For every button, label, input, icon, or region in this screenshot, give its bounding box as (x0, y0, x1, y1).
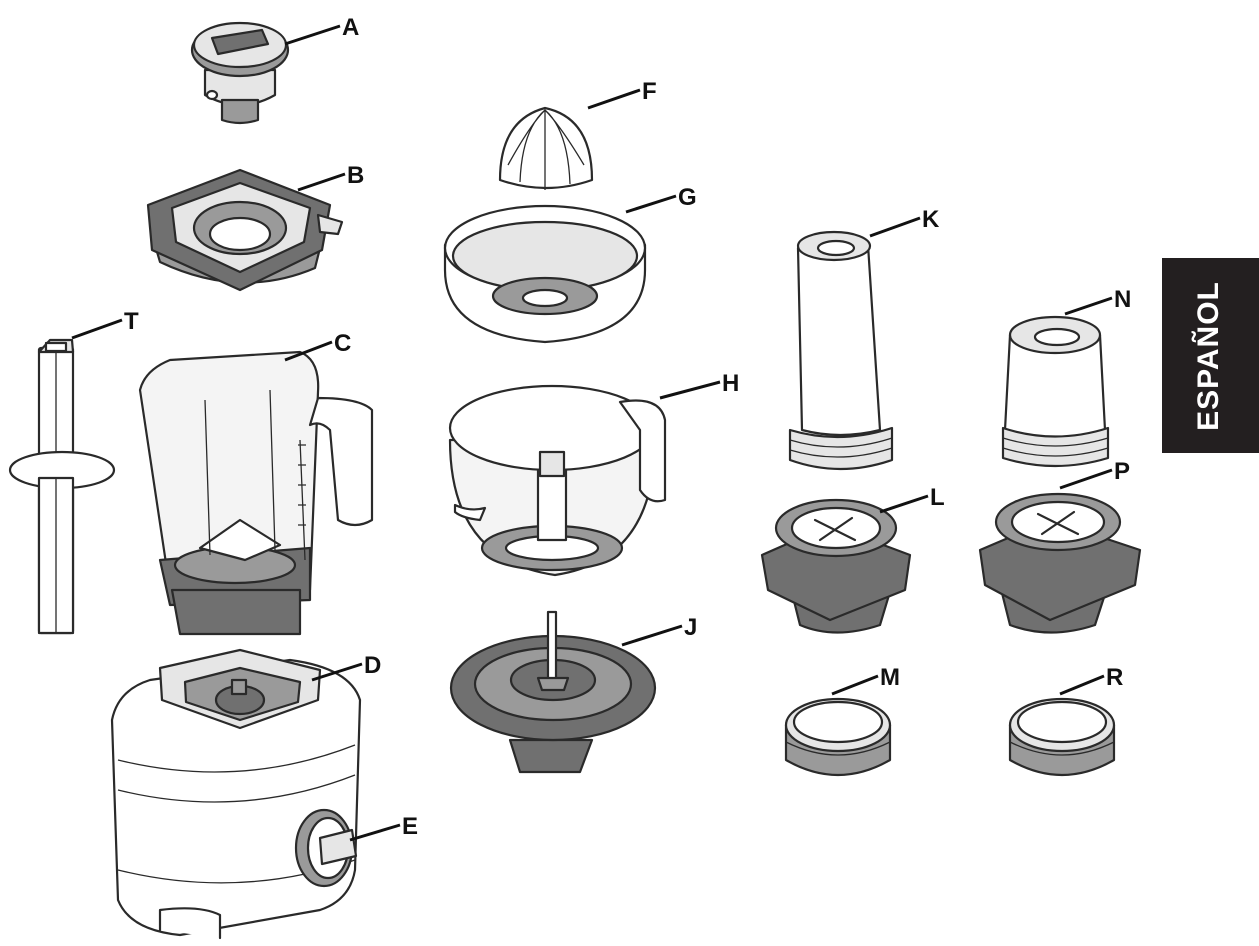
part-h-pitcher (448, 384, 667, 577)
part-t-tamper (8, 338, 116, 635)
language-tab-background (1162, 258, 1259, 453)
language-tab: ESPAÑOL (1162, 258, 1259, 453)
part-j-juicer-base (449, 610, 657, 774)
label-n: N (1114, 286, 1131, 313)
label-k: K (922, 206, 940, 233)
label-j: J (684, 614, 697, 641)
label-r: R (1106, 664, 1123, 691)
part-c-jar (138, 350, 374, 636)
part-k-tall-cup (788, 230, 894, 471)
part-m-cap (784, 697, 892, 776)
label-t: T (124, 308, 139, 335)
part-n-short-cup (1001, 315, 1110, 468)
label-f: F (642, 78, 657, 105)
part-e-control-dial (294, 808, 358, 888)
part-a-lid-plug (190, 21, 290, 125)
leader-lines (71, 24, 1113, 842)
part-d-base (110, 648, 362, 940)
label-d: D (364, 652, 381, 679)
label-b: B (347, 162, 364, 189)
label-a: A (342, 14, 359, 41)
part-l-blade-base (760, 498, 912, 634)
label-p: P (1114, 458, 1130, 485)
label-l: L (930, 484, 945, 511)
language-tab-text: ESPAÑOL (1191, 281, 1225, 431)
part-p-blade-base (978, 492, 1142, 634)
label-m: M (880, 664, 900, 691)
part-b-lid (146, 168, 344, 292)
part-labels: A B T C D E F G H J K L M N P R (124, 14, 1131, 840)
part-f-reamer (498, 106, 594, 190)
label-h: H (722, 370, 739, 397)
label-g: G (678, 184, 697, 211)
label-c: C (334, 330, 351, 357)
part-r-cap (1008, 697, 1116, 776)
part-g-strainer (443, 204, 647, 344)
label-e: E (402, 813, 418, 840)
